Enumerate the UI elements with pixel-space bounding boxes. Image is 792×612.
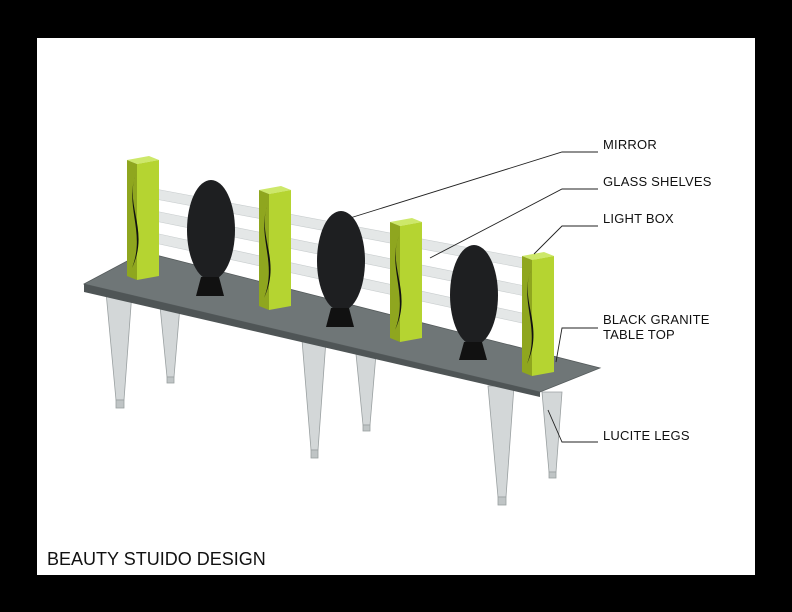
leg: [301, 339, 327, 451]
leg: [541, 391, 563, 473]
mirror: [317, 211, 365, 327]
lucite-legs-label: LUCITE LEGS: [603, 428, 690, 443]
page-title: BEAUTY STUIDO DESIGN: [47, 549, 266, 569]
table-top-label: BLACK GRANITE TABLE TOP: [603, 312, 710, 342]
mirror: [187, 180, 235, 296]
leg: [159, 305, 181, 378]
light-box-label: LIGHT BOX: [603, 211, 674, 226]
mirror: [450, 245, 498, 360]
light-box: [127, 156, 159, 280]
leg: [355, 353, 377, 426]
legs-leader: [547, 409, 598, 443]
light-box: [259, 186, 291, 310]
light-box-leader: [533, 225, 598, 255]
leg: [487, 385, 515, 498]
glass-shelves-leader: [429, 188, 598, 259]
light-box: [522, 252, 554, 376]
mirror-leader: [349, 151, 598, 219]
leg: [105, 291, 133, 401]
mirrors: [187, 180, 498, 360]
glass-shelves-label: GLASS SHELVES: [603, 174, 712, 189]
lucite-legs: [105, 291, 563, 506]
table-top-leader: [555, 327, 598, 363]
mirror-label: MIRROR: [603, 137, 657, 152]
light-box: [390, 218, 422, 342]
light-boxes: [127, 156, 554, 376]
leader-lines: [349, 151, 598, 443]
